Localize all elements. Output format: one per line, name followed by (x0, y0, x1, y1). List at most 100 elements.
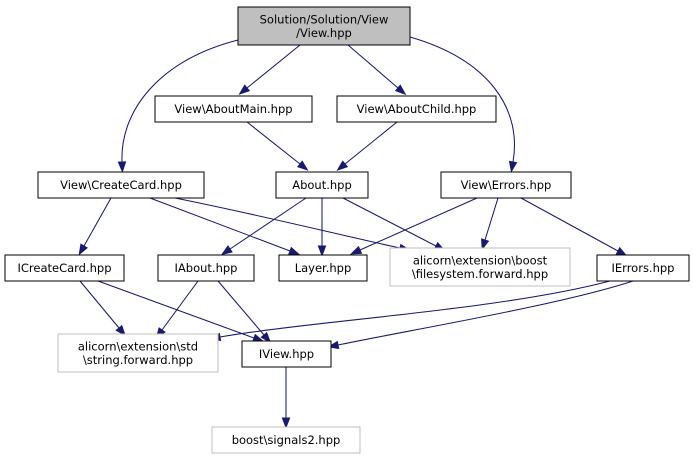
edge-line (337, 280, 634, 346)
node-iview[interactable]: IView.hpp (241, 340, 332, 368)
edge-ierrors-to-iview (327, 280, 634, 350)
arrowhead-icon (350, 245, 363, 255)
arrowhead-icon (317, 245, 327, 257)
arrowhead-icon (117, 161, 127, 173)
node-box (157, 254, 255, 282)
edge-line (161, 280, 199, 331)
edge-icreatecard-to-strforward (79, 280, 126, 337)
nodes-layer: Solution/Solution/View/View.hppView\Abou… (4, 6, 690, 454)
arrowhead-icon (78, 243, 88, 256)
node-box (237, 6, 411, 46)
edge-createcard-to-icreatecard (78, 197, 112, 256)
edge-line (520, 197, 619, 252)
arrowhead-icon (220, 245, 233, 256)
arrowhead-icon (260, 331, 272, 344)
node-aboutmain[interactable]: View\AboutMain.hpp (154, 95, 313, 123)
node-strforward[interactable]: alicorn\extension\std\string.forward.hpp (57, 333, 219, 373)
node-iabout[interactable]: IAbout.hpp (157, 254, 255, 282)
edge-line (359, 197, 478, 251)
node-label: View\Errors.hpp (461, 178, 552, 192)
arrowhead-icon (238, 84, 251, 95)
arrowhead-icon (481, 238, 490, 251)
node-label: \string.forward.hpp (83, 353, 193, 367)
node-label: IAbout.hpp (175, 261, 238, 275)
arrowhead-icon (336, 160, 349, 171)
edge-aboutmain-to-about (246, 121, 309, 171)
edge-root-to-errors (409, 36, 518, 173)
node-label: Solution/Solution/View (260, 12, 389, 26)
arrowhead-icon (394, 84, 407, 96)
node-box (4, 254, 125, 282)
edge-line (229, 197, 307, 250)
node-fsforward[interactable]: alicorn\extension\boost\filesystem.forwa… (389, 247, 571, 287)
node-label: IView.hpp (259, 347, 314, 361)
edge-line (97, 280, 255, 339)
node-errors[interactable]: View\Errors.hpp (440, 171, 572, 199)
edge-line (342, 197, 437, 247)
edge-errors-to-ierrors (520, 197, 628, 257)
arrowhead-icon (615, 246, 628, 257)
node-box (336, 95, 497, 123)
node-root[interactable]: Solution/Solution/View/View.hpp (237, 6, 411, 46)
edge-aboutchild-to-about (336, 121, 398, 171)
node-createcard[interactable]: View\CreateCard.hpp (37, 171, 205, 199)
edge-line (219, 280, 611, 338)
arrowhead-icon (296, 160, 309, 171)
arrowhead-icon (281, 417, 291, 429)
node-label: boost\signals2.hpp (232, 433, 341, 447)
node-box (389, 247, 571, 287)
node-label: /View.hpp (296, 26, 352, 40)
edge-line (217, 280, 265, 336)
node-label: IErrors.hpp (612, 261, 675, 275)
edge-line (484, 197, 499, 241)
node-signals2[interactable]: boost\signals2.hpp (211, 426, 361, 454)
edge-line (149, 197, 291, 252)
node-label: Layer.hpp (295, 261, 352, 275)
node-box (57, 333, 219, 373)
node-aboutchild[interactable]: View\AboutChild.hpp (336, 95, 497, 123)
node-icreatecard[interactable]: ICreateCard.hpp (4, 254, 125, 282)
arrowhead-icon (115, 324, 126, 337)
arrowhead-icon (287, 246, 301, 255)
edge-about-to-fsforward (342, 197, 446, 252)
node-ierrors[interactable]: IErrors.hpp (596, 254, 690, 282)
edge-line (347, 44, 399, 89)
edge-errors-to-layer (350, 197, 478, 255)
node-box (154, 95, 313, 123)
edge-iview-to-signals2 (281, 367, 291, 429)
edge-about-to-iabout (220, 197, 307, 256)
node-layer[interactable]: Layer.hpp (278, 254, 368, 282)
node-box (275, 171, 369, 199)
node-label: alicorn\extension\std (78, 339, 198, 353)
node-label: alicorn\extension\boost (413, 253, 548, 267)
edge-line (246, 121, 301, 165)
edge-iabout-to-strforward (155, 280, 199, 339)
arrowhead-icon (508, 160, 518, 173)
node-about[interactable]: About.hpp (275, 171, 369, 199)
node-label: ICreateCard.hpp (17, 261, 111, 275)
node-label: View\AboutMain.hpp (174, 102, 292, 116)
edge-line (83, 197, 112, 247)
edge-root-to-aboutmain (238, 44, 301, 95)
node-box (596, 254, 690, 282)
edge-line (79, 280, 120, 329)
node-box (440, 171, 572, 199)
edge-line (121, 39, 239, 163)
node-label: About.hpp (292, 178, 352, 192)
node-box (37, 171, 205, 199)
node-label: \filesystem.forward.hpp (412, 267, 548, 281)
node-box (211, 426, 361, 454)
edge-line (344, 121, 398, 165)
edge-about-to-layer (317, 198, 327, 257)
node-label: View\AboutChild.hpp (357, 102, 477, 116)
edge-line (174, 197, 401, 249)
edge-line (409, 36, 515, 163)
edge-errors-to-fsforward (481, 197, 499, 251)
node-box (241, 340, 332, 368)
edge-iabout-to-iview (217, 280, 272, 344)
edge-root-to-createcard (117, 39, 239, 173)
edge-root-to-aboutchild (347, 44, 407, 96)
edge-ierrors-to-strforward (209, 280, 611, 342)
node-label: View\CreateCard.hpp (60, 178, 182, 192)
